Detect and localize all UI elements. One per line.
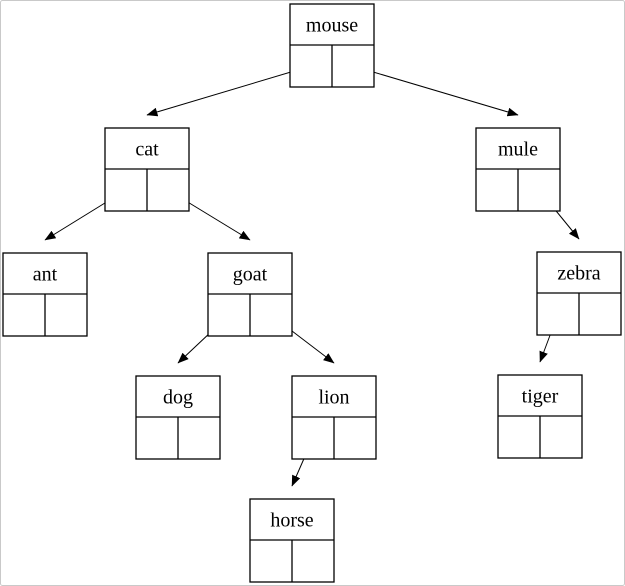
node-label: zebra	[557, 263, 600, 285]
tree-node-tiger: tiger	[497, 374, 583, 459]
tree-node-goat: goat	[207, 252, 293, 337]
node-label: mule	[498, 139, 538, 161]
node-label: mouse	[306, 15, 358, 37]
edge-mouse-right-to-mule	[352, 65, 519, 117]
tree-node-lion: lion	[291, 375, 377, 460]
nodes-layer: mouse cat mule ant goat zebra dog lion tiger hors…	[2, 3, 622, 583]
node-label: horse	[270, 510, 313, 532]
tree-node-horse: horse	[249, 498, 335, 583]
node-label: ant	[33, 264, 58, 286]
tree-node-zebra: zebra	[536, 251, 622, 336]
node-label: tiger	[522, 386, 559, 408]
node-label: goat	[233, 264, 268, 286]
tree-node-mule: mule	[475, 127, 561, 212]
node-label: lion	[318, 387, 349, 409]
tree-node-ant: ant	[2, 252, 88, 337]
node-label: dog	[163, 387, 193, 409]
tree-node-mouse: mouse	[289, 3, 375, 88]
node-label: cat	[135, 139, 159, 161]
tree-node-dog: dog	[135, 375, 221, 460]
tree-node-cat: cat	[104, 127, 190, 212]
edge-mouse-left-to-cat	[146, 65, 312, 117]
